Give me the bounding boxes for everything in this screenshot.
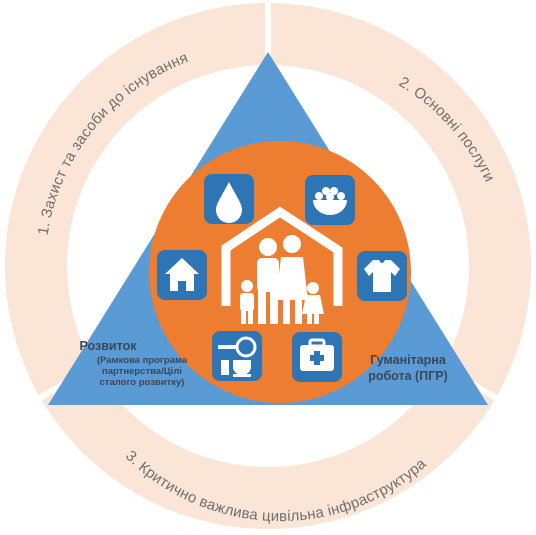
first-aid-kit-icon xyxy=(292,332,342,382)
development-subtitle-line-2: партнерства/Цілі xyxy=(102,366,182,377)
humanitarian-title-line-2: робота (ПГР) xyxy=(368,369,448,383)
development-subtitle-line-3: сталого розвитку) xyxy=(100,377,185,388)
tshirt-icon xyxy=(357,251,407,301)
family-figures-icon xyxy=(240,235,324,324)
water-drop-icon xyxy=(204,174,254,224)
development-title: Розвиток xyxy=(80,339,138,353)
kitchen-utensils-icon xyxy=(212,331,262,381)
house-icon xyxy=(157,250,207,300)
family-house-icon xyxy=(221,206,343,306)
food-bowl-icon xyxy=(305,175,355,225)
development-subtitle-line-1: (Рамкова програма xyxy=(97,355,188,366)
humanitarian-title-line-1: Гуманітарна xyxy=(370,353,447,367)
